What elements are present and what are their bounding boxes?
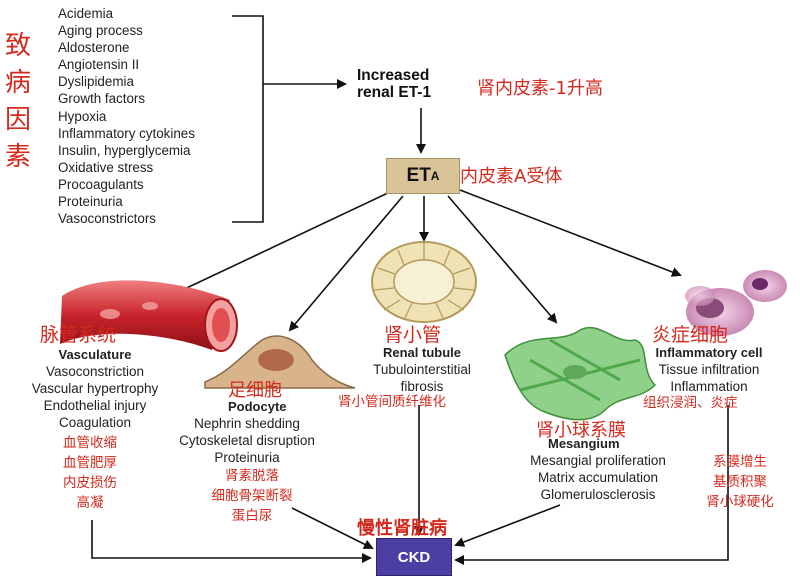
factor-item: Growth factors <box>58 91 146 107</box>
mesangium-illustration <box>504 327 657 421</box>
arrow-mesangium-to-ckd <box>454 504 561 547</box>
podocyte-cn-effect: 蛋白尿 <box>231 508 273 524</box>
podocyte-title: Podocyte <box>228 399 287 414</box>
factor-item: Acidemia <box>58 6 114 21</box>
factor-item: Oxidative stress <box>58 159 154 175</box>
inflammatory-cells-illustration <box>685 270 787 336</box>
podocyte-cn-title: 足细胞 <box>228 380 282 401</box>
mesangium-cn-effect: 肾小球硬化 <box>706 494 774 510</box>
factors-list: Acidemia Aging process Aldosterone Angio… <box>58 5 195 227</box>
tubule-effect: fibrosis <box>400 379 444 394</box>
factor-item: Procoagulants <box>58 176 144 192</box>
vasculature-cn-title: 脉管系统 <box>40 324 117 346</box>
mesangium-cn-title: 肾小球系膜 <box>536 420 626 441</box>
arrow-podocyte-to-ckd <box>291 507 374 549</box>
arrow-inflammatory-to-ckd <box>454 405 729 565</box>
ckd-box: CKD <box>376 538 452 576</box>
inflammatory-effect: Tissue infiltration <box>658 362 760 377</box>
podocyte-effect: Cytoskeletal disruption <box>179 433 315 448</box>
blood-vessel-illustration <box>60 280 238 352</box>
vasculature-effect: Endothelial injury <box>43 398 147 413</box>
tubule-cn-effect: 肾小管间质纤维化 <box>338 394 446 410</box>
inflammatory-title: Inflammatory cell <box>655 345 763 360</box>
podocyte-illustration <box>204 335 356 389</box>
et1-cn-label: 肾内皮素-1升高 <box>477 78 603 99</box>
mesangium-cn-effects: 系膜增生 基质积聚 肾小球硬化 <box>690 452 790 512</box>
mesangium-section: Mesangium Mesangial proliferation Matrix… <box>498 435 698 503</box>
factors-cn-char: 病 <box>4 68 31 98</box>
arrow-vasculature-to-ckd <box>91 520 372 563</box>
factor-item: Proteinuria <box>58 194 123 210</box>
vasculature-effect: Vasoconstriction <box>45 364 145 379</box>
podocyte-cn-effects: 肾素脱落 细胞骨架断裂 蛋白尿 <box>192 466 312 526</box>
inflammatory-section: Inflammatory cell Tissue infiltration In… <box>620 344 798 395</box>
arrow-eta-to-vasculature <box>174 191 391 295</box>
factors-cn-char: 素 <box>4 142 31 172</box>
vasculature-cn-effects: 血管收缩 血管肥厚 内皮损伤 高凝 <box>30 433 150 513</box>
et1-line2: renal ET-1 <box>357 84 432 101</box>
factor-item: Vasoconstrictors <box>58 211 156 227</box>
podocyte-effect: Proteinuria <box>214 450 280 465</box>
mesangium-effect: Matrix accumulation <box>537 470 659 485</box>
mesangium-cn-effect: 系膜增生 <box>713 454 767 470</box>
vasculature-effect: Coagulation <box>58 415 132 430</box>
podocyte-cn-effect: 细胞骨架断裂 <box>211 488 293 504</box>
et1-label: Increased renal ET-1 <box>357 67 431 101</box>
arrow-eta-to-podocyte <box>288 195 404 332</box>
et1-line1: Increased <box>357 67 430 84</box>
podocyte-section: Podocyte Nephrin shedding Cytoskeletal d… <box>172 398 322 466</box>
factors-cn-char: 因 <box>4 105 31 135</box>
inflammatory-effect: Inflammation <box>670 379 748 394</box>
podocyte-cn-effect: 肾素脱落 <box>225 468 279 484</box>
tubule-section: Renal tubule Tubulointerstitial fibrosis <box>344 344 500 395</box>
vasculature-cn-effect: 高凝 <box>76 495 104 511</box>
podocyte-effect: Nephrin shedding <box>194 416 300 431</box>
ckd-cn-label: 慢性肾脏病 <box>357 518 447 539</box>
factor-item: Dyslipidemia <box>58 74 134 90</box>
vasculature-cn-effect: 内皮损伤 <box>63 475 117 491</box>
tubule-title: Renal tubule <box>382 345 461 360</box>
vasculature-effect: Vascular hypertrophy <box>31 381 159 396</box>
factor-item: Aldosterone <box>58 40 130 56</box>
eta-label: ET <box>406 165 431 186</box>
factor-item: Hypoxia <box>58 108 107 124</box>
tubule-effect: Tubulointerstitial <box>373 362 471 377</box>
tubule-cn-title: 肾小管 <box>384 324 442 346</box>
inflammatory-cn-title: 炎症细胞 <box>652 324 729 346</box>
mesangium-title: Mesangium <box>548 436 620 451</box>
factor-item: Angiotensin II <box>58 57 140 73</box>
tubule-illustration <box>371 241 477 323</box>
eta-subscript: A <box>430 169 440 183</box>
factor-item: Aging process <box>58 23 143 39</box>
factor-item: Inflammatory cytokines <box>58 125 195 141</box>
inflammatory-cn-effect: 组织浸润、炎症 <box>643 395 738 411</box>
ckd-label: CKD <box>397 548 431 566</box>
factors-bracket <box>232 15 264 223</box>
eta-cn-label: 内皮素A受体 <box>460 166 563 187</box>
vasculature-cn-effect: 血管收缩 <box>63 435 117 451</box>
factors-cn-label: 致 病 因 素 <box>3 28 33 176</box>
arrow-eta-to-inflammatory <box>459 189 682 277</box>
mesangium-cn-effect: 基质积聚 <box>713 474 767 490</box>
factor-item: Insulin, hyperglycemia <box>58 142 191 158</box>
mesangium-effect: Mesangial proliferation <box>530 453 666 468</box>
mesangium-effect: Glomerulosclerosis <box>540 487 656 502</box>
vasculature-title: Vasculature <box>58 347 132 362</box>
vasculature-section: Vasculature Vasoconstriction Vascular hy… <box>0 346 190 431</box>
vasculature-cn-effect: 血管肥厚 <box>63 455 117 471</box>
arrow-eta-to-mesangium <box>447 195 558 324</box>
factors-cn-char: 致 <box>4 31 31 61</box>
